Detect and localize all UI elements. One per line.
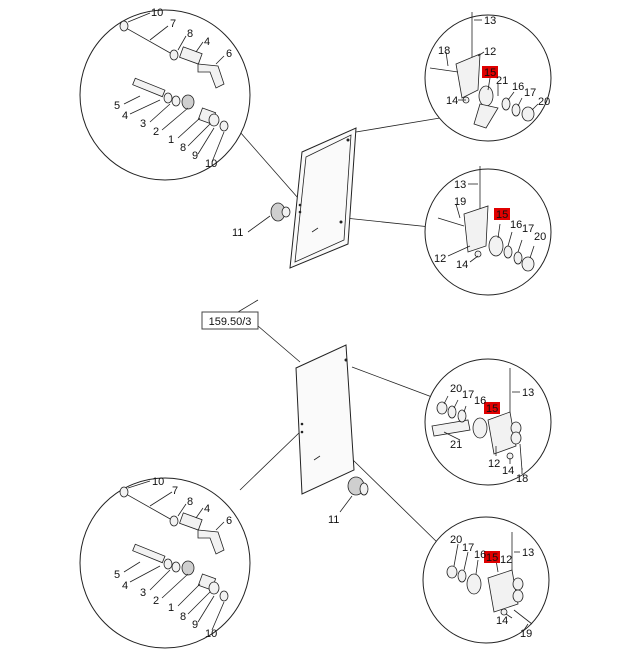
detail-hinge-1: [424, 12, 552, 142]
svg-text:4: 4: [204, 36, 210, 48]
svg-text:8: 8: [187, 496, 193, 508]
label-11-bottom: 11: [328, 514, 339, 526]
svg-text:5: 5: [114, 569, 120, 581]
svg-text:21: 21: [496, 75, 508, 87]
rubber-stop-top: [247, 202, 291, 233]
svg-text:7: 7: [170, 18, 176, 30]
door-panel-top: [289, 127, 357, 269]
door-panel-bottom: [295, 344, 355, 495]
svg-text:14: 14: [496, 615, 508, 627]
svg-text:3: 3: [140, 587, 146, 599]
svg-text:15: 15: [486, 552, 498, 564]
highlight-15-a[interactable]: [482, 66, 498, 78]
svg-text:18: 18: [516, 473, 528, 485]
svg-text:17: 17: [522, 223, 534, 235]
reference-label: 159.50/3: [209, 316, 252, 328]
svg-text:14: 14: [502, 465, 514, 477]
svg-text:12: 12: [500, 554, 512, 566]
svg-text:19: 19: [454, 196, 466, 208]
svg-text:10: 10: [205, 628, 217, 640]
svg-text:8: 8: [187, 28, 193, 40]
svg-text:20: 20: [450, 534, 462, 546]
labels-hinge-2: 13 19 15 16 17 20 12 14: [434, 179, 546, 271]
label-11-top: 11: [232, 227, 243, 239]
svg-text:5: 5: [114, 100, 120, 112]
svg-text:17: 17: [524, 87, 536, 99]
detail-latch-top: [79, 9, 251, 181]
svg-text:8: 8: [180, 611, 186, 623]
svg-text:20: 20: [538, 96, 550, 108]
leader-lines: [227, 117, 441, 546]
svg-text:19: 19: [520, 628, 532, 640]
svg-text:17: 17: [462, 542, 474, 554]
svg-text:17: 17: [462, 389, 474, 401]
svg-text:12: 12: [434, 253, 446, 265]
svg-text:10: 10: [152, 476, 164, 488]
highlight-15-d[interactable]: [484, 551, 500, 563]
svg-text:2: 2: [153, 595, 159, 607]
rubber-stop-bottom: [339, 476, 369, 513]
detail-hinge-4: [422, 516, 550, 644]
svg-text:3: 3: [140, 118, 146, 130]
labels-latch-top: 10 7 8 4 6 5 4 3 2 1 8 9 10: [114, 7, 232, 170]
svg-text:13: 13: [522, 547, 534, 559]
svg-text:4: 4: [122, 580, 128, 592]
svg-text:8: 8: [180, 142, 186, 154]
svg-text:9: 9: [192, 619, 198, 631]
svg-text:16: 16: [512, 81, 524, 93]
svg-text:6: 6: [226, 515, 232, 527]
svg-text:18: 18: [438, 45, 450, 57]
detail-hinge-2: [424, 166, 552, 296]
svg-text:10: 10: [151, 7, 163, 19]
labels-hinge-4: 13 20 17 16 15 12 14 19: [450, 534, 534, 640]
svg-text:15: 15: [486, 403, 498, 415]
svg-text:9: 9: [192, 150, 198, 162]
svg-text:14: 14: [456, 259, 468, 271]
svg-text:4: 4: [204, 503, 210, 515]
svg-text:1: 1: [168, 602, 174, 614]
svg-text:13: 13: [484, 15, 496, 27]
svg-text:6: 6: [226, 48, 232, 60]
svg-text:13: 13: [522, 387, 534, 399]
svg-text:20: 20: [450, 383, 462, 395]
svg-text:15: 15: [484, 67, 496, 79]
svg-text:21: 21: [450, 439, 462, 451]
detail-hinge-3: [424, 358, 552, 486]
svg-text:20: 20: [534, 231, 546, 243]
labels-hinge-3: 13 20 17 16 15 21 12 14 18: [450, 383, 534, 485]
labels-latch-bottom: 10 7 8 4 6 5 4 3 2 1 8 9 10: [114, 476, 232, 640]
detail-latch-bottom: [79, 477, 251, 649]
highlight-15-b[interactable]: [494, 208, 510, 220]
svg-text:1: 1: [168, 134, 174, 146]
svg-text:12: 12: [484, 46, 496, 58]
svg-text:13: 13: [454, 179, 466, 191]
svg-text:4: 4: [122, 110, 128, 122]
svg-text:16: 16: [474, 549, 486, 561]
svg-text:15: 15: [496, 209, 508, 221]
highlight-15-c[interactable]: [484, 402, 500, 414]
svg-text:12: 12: [488, 458, 500, 470]
svg-text:10: 10: [205, 158, 217, 170]
svg-text:16: 16: [510, 219, 522, 231]
labels-hinge-1: 13 12 18 15 21 16 17 20 14: [438, 15, 550, 108]
svg-text:14: 14: [446, 95, 458, 107]
svg-text:16: 16: [474, 395, 486, 407]
svg-text:7: 7: [172, 485, 178, 497]
reference-box[interactable]: 159.50/3: [201, 311, 259, 330]
svg-text:2: 2: [153, 126, 159, 138]
